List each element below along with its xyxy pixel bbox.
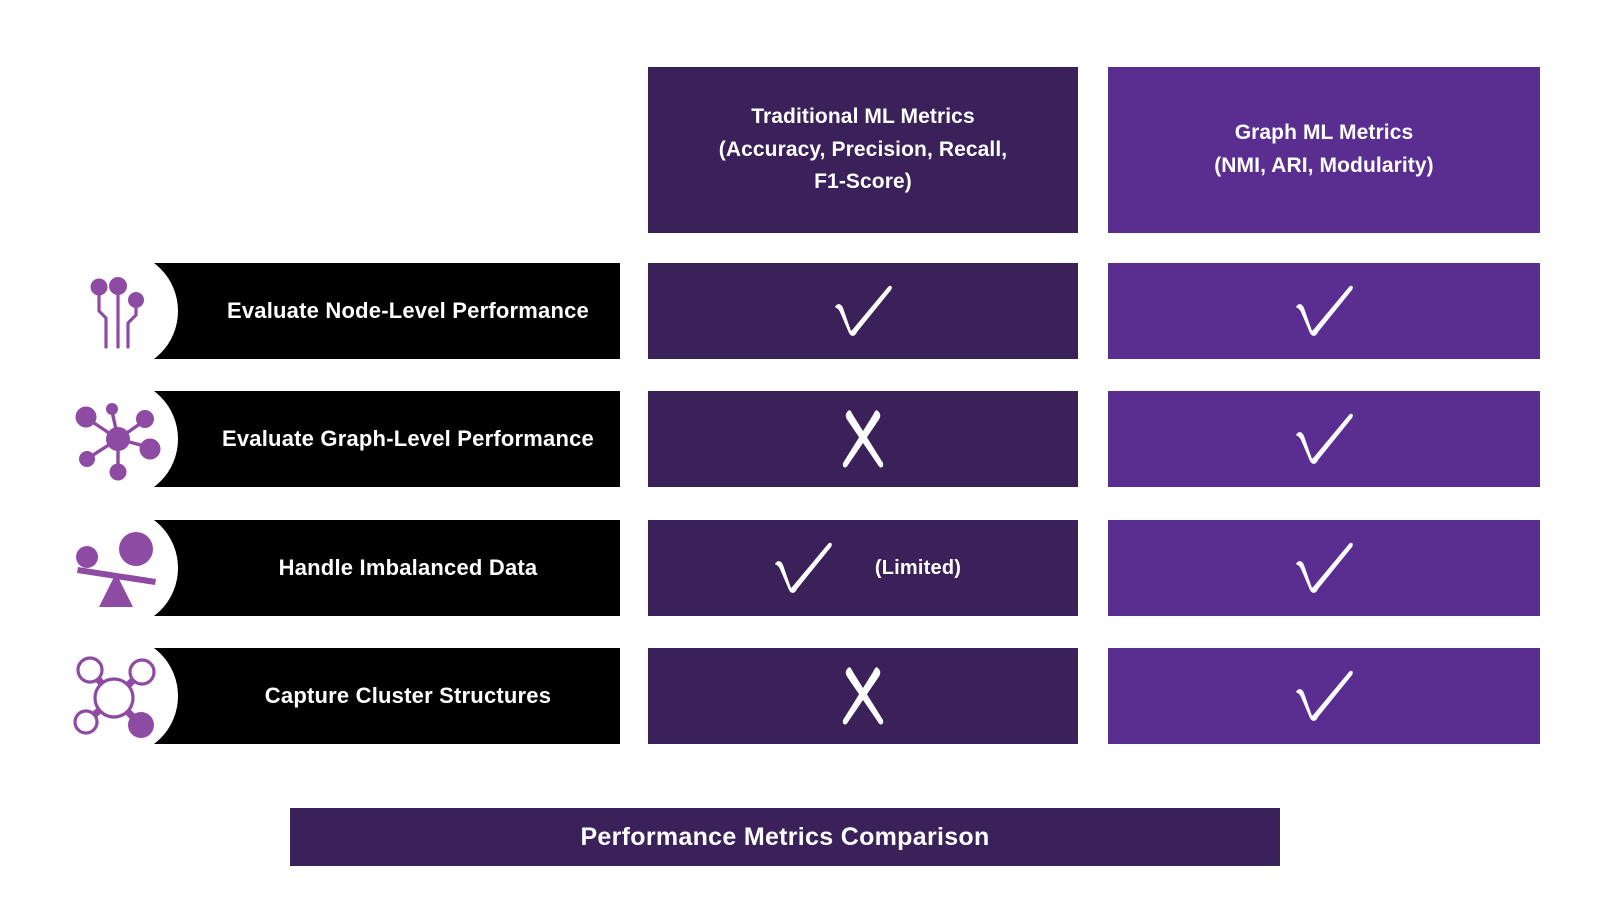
table-row: Handle Imbalanced Data (Limited) [0,508,1600,628]
column-header-graph-line1: Graph ML Metrics [1234,121,1414,145]
cell-traditional: (Limited) [648,520,1078,616]
column-header-graph-ml-metrics: Graph ML Metrics (NMI, ARI, Modularity) [1108,67,1540,233]
cell-traditional [648,648,1078,744]
column-header-graph-line2: (NMI, ARI, Modularity) [1214,154,1434,177]
check-mark-icon [774,542,832,593]
cell-graph [1108,391,1540,487]
limited-note: (Limited) [874,556,962,579]
cross-mark-icon [842,667,884,725]
row-label-bar: Evaluate Graph-Level Performance [100,391,620,487]
table-row: Evaluate Node-Level Performance [0,251,1600,371]
row-label-text: Handle Imbalanced Data [278,555,538,580]
cell-traditional [648,391,1078,487]
table-row: Evaluate Graph-Level Performance [0,379,1600,499]
page-title-banner: Performance Metrics Comparison [290,808,1280,866]
cell-graph [1108,520,1540,616]
check-mark-icon [1296,413,1353,464]
page-title: Performance Metrics Comparison [580,822,990,851]
balance-scale-icon [58,508,178,628]
table-row: Capture Cluster Structures [0,636,1600,756]
row-label-text: Capture Cluster Structures [264,683,552,708]
cluster-molecule-icon [58,636,178,756]
row-label-bar: Evaluate Node-Level Performance [100,263,620,359]
column-header-traditional-line2: (Accuracy, Precision, Recall, [718,137,1008,161]
cell-traditional [648,263,1078,359]
check-mark-icon [1296,542,1353,593]
column-header-traditional-line1: Traditional ML Metrics [751,105,975,129]
check-mark-icon [1296,670,1353,721]
node-level-probe-icon [58,251,178,371]
row-label-text: Evaluate Node-Level Performance [226,298,589,323]
row-label-bar: Capture Cluster Structures [100,648,620,744]
column-header-traditional-ml-metrics: Traditional ML Metrics (Accuracy, Precis… [648,67,1078,233]
row-label-bar: Handle Imbalanced Data [100,520,620,616]
cross-mark-icon [842,410,884,468]
cell-graph [1108,263,1540,359]
column-header-traditional-line3: F1-Score) [814,170,912,194]
check-mark-icon [1296,285,1353,336]
check-mark-icon [835,285,892,336]
row-label-text: Evaluate Graph-Level Performance [222,426,594,451]
network-hub-icon [58,379,178,499]
cell-graph [1108,648,1540,744]
